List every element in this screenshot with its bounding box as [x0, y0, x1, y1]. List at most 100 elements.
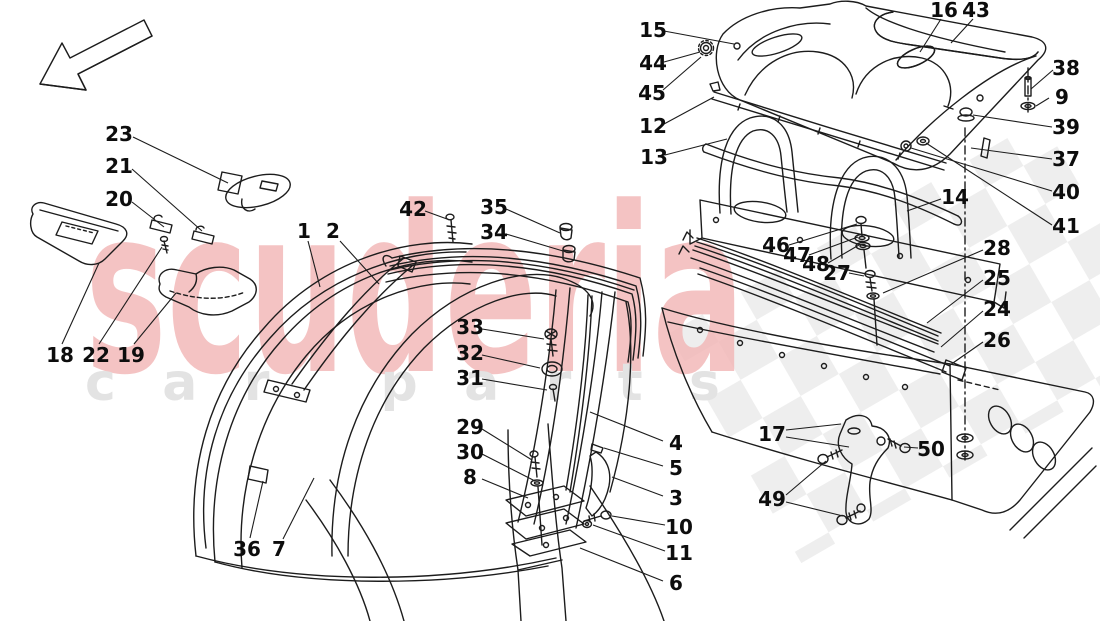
- direction-arrow-icon: [39, 19, 153, 91]
- callout-label-32: 32: [456, 341, 484, 365]
- leader-line-9: [1035, 97, 1050, 107]
- leader-line-19: [133, 292, 177, 345]
- leader-line-15: [663, 30, 735, 45]
- callout-label-21: 21: [105, 154, 133, 178]
- callout-label-14: 14: [941, 185, 969, 209]
- leader-line-16: [919, 18, 942, 53]
- callout-label-31: 31: [456, 366, 484, 390]
- leader-line-8: [481, 478, 529, 499]
- leader-line-10: [611, 515, 666, 526]
- leader-line-21: [131, 168, 203, 232]
- callout-label-8: 8: [463, 465, 477, 489]
- callout-label-27: 27: [823, 261, 851, 285]
- callout-label-3: 3: [669, 486, 683, 510]
- callout-label-34: 34: [480, 220, 508, 244]
- callout-label-36: 36: [233, 537, 261, 561]
- leader-line-31: [481, 378, 548, 391]
- callout-label-5: 5: [669, 456, 683, 480]
- leader-line-50: [903, 446, 919, 449]
- leader-line-44: [663, 51, 701, 63]
- leader-line-1: [307, 240, 321, 288]
- leader-line-32: [481, 354, 541, 369]
- callout-label-47: 47: [783, 243, 811, 267]
- callout-label-39: 39: [1052, 115, 1080, 139]
- watermark-brand: scuderia: [85, 159, 745, 426]
- leader-line-47: [808, 236, 859, 256]
- callout-label-6: 6: [669, 571, 683, 595]
- callout-label-10: 10: [665, 515, 693, 539]
- leader-line-17: [785, 436, 850, 448]
- callout-label-33: 33: [456, 315, 484, 339]
- callout-label-38: 38: [1052, 56, 1080, 80]
- callout-label-45: 45: [638, 81, 666, 105]
- leader-line-37: [970, 147, 1053, 160]
- leader-line-46: [788, 223, 858, 246]
- leader-line-26: [949, 341, 984, 366]
- callout-label-18: 18: [46, 343, 74, 367]
- leader-line-11: [592, 524, 666, 552]
- leader-line-49: [785, 501, 844, 517]
- leader-line-30: [481, 453, 536, 482]
- leader-line-35: [505, 208, 561, 234]
- leader-line-42: [424, 210, 448, 220]
- callout-label-41: 41: [1052, 214, 1080, 238]
- windshield-frame-drawing: [193, 213, 665, 621]
- callout-label-24: 24: [983, 297, 1011, 321]
- callout-label-29: 29: [456, 415, 484, 439]
- leader-line-20: [131, 201, 165, 228]
- leader-line-45: [662, 56, 702, 91]
- callout-label-13: 13: [640, 145, 668, 169]
- callout-label-2: 2: [326, 219, 340, 243]
- leader-line-17: [785, 423, 842, 431]
- leader-line-49: [785, 460, 827, 496]
- callout-label-28: 28: [983, 236, 1011, 260]
- leader-line-4: [589, 411, 664, 442]
- leader-line-34: [505, 233, 564, 252]
- leader-line-27: [848, 272, 865, 277]
- callout-label-26: 26: [983, 328, 1011, 352]
- leader-line-2: [339, 240, 380, 285]
- leader-line-6: [579, 547, 664, 582]
- callout-label-42: 42: [399, 197, 427, 221]
- callout-label-12: 12: [639, 114, 667, 138]
- leader-line-33: [481, 328, 545, 340]
- callout-label-11: 11: [665, 541, 693, 565]
- leader-line-36: [249, 480, 264, 539]
- callout-label-17: 17: [758, 422, 786, 446]
- leader-line-43: [950, 18, 974, 44]
- leader-line-41: [925, 142, 1053, 226]
- leader-line-25: [926, 279, 984, 324]
- leader-line-7: [282, 477, 315, 540]
- callout-label-44: 44: [639, 51, 667, 75]
- callout-label-30: 30: [456, 440, 484, 464]
- leader-line-22: [98, 246, 163, 345]
- callout-label-22: 22: [82, 343, 110, 367]
- callout-label-25: 25: [983, 266, 1011, 290]
- callout-label-35: 35: [480, 195, 508, 219]
- callout-label-49: 49: [758, 487, 786, 511]
- leader-line-3: [611, 476, 664, 497]
- leader-line-29: [481, 428, 533, 461]
- checkered-flag-watermark: [668, 118, 1100, 564]
- callout-label-40: 40: [1052, 180, 1080, 204]
- body-cowl-drawing: [661, 307, 1097, 539]
- leader-line-12: [663, 96, 715, 125]
- leader-line-28: [882, 249, 984, 294]
- leader-line-24: [940, 310, 984, 348]
- callout-label-16: 16: [930, 0, 958, 22]
- callout-label-50: 50: [917, 437, 945, 461]
- leader-line-18: [61, 262, 100, 345]
- leader-line-48: [827, 244, 860, 264]
- callout-label-43: 43: [962, 0, 990, 22]
- callout-label-1: 1: [297, 219, 311, 243]
- callout-label-9: 9: [1055, 85, 1069, 109]
- sun-visor-assembly-drawing: [29, 171, 291, 316]
- leader-line-14: [906, 198, 942, 212]
- leader-line-39: [972, 114, 1053, 128]
- leader-line-5: [603, 447, 664, 467]
- callout-label-20: 20: [105, 187, 133, 211]
- callout-label-4: 4: [669, 431, 683, 455]
